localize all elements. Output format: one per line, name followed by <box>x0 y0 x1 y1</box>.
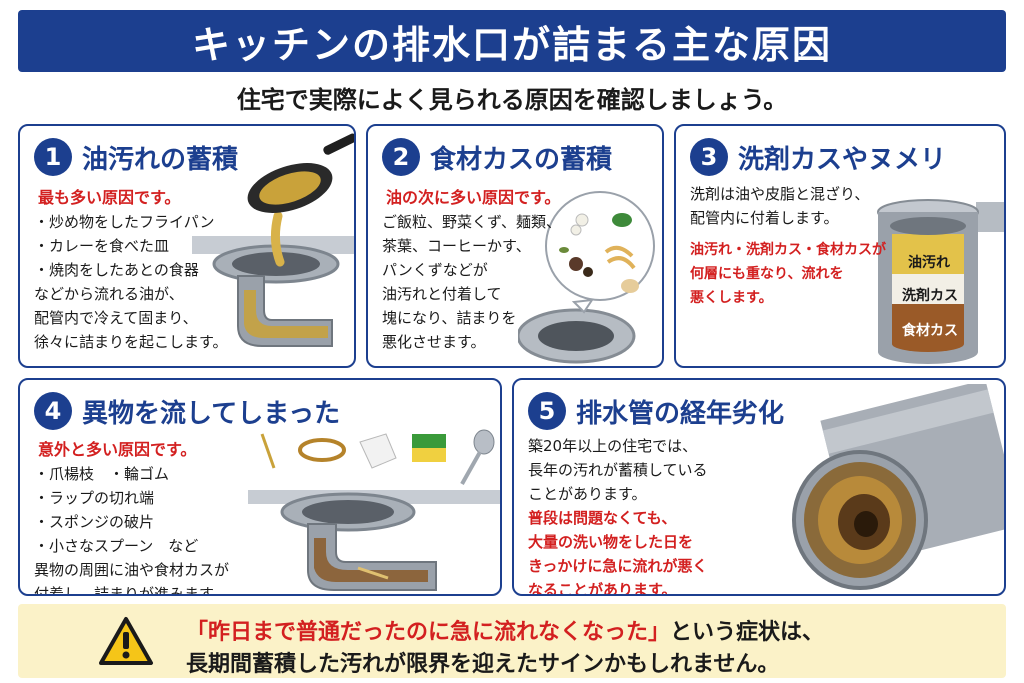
page-subtitle: 住宅で実際によく見られる原因を確認しましょう。 <box>236 86 788 114</box>
body-line: 異物の周囲に油や食材カスが <box>34 561 230 579</box>
list-item: ・小さなスプーン など <box>34 537 199 555</box>
layer-label: 油汚れ <box>908 255 950 271</box>
cause-title: 排水管の経年劣化 <box>576 398 785 429</box>
body-line-emphasis: なることがあります。 <box>528 581 677 596</box>
cause-card-2: 2 食材カスの蓄積 油の次に多い原因です。 ご飯粒、野菜くず、麺類、 茶葉、コー… <box>366 124 664 368</box>
body-line: 塊になり、詰まりを <box>382 309 517 327</box>
body-line: 付着し、詰まりが進みます。 <box>34 585 228 596</box>
cause-body: 築20年以上の住宅では、 長年の汚れが蓄積している ことがあります。 普段は問題… <box>528 434 708 596</box>
body-line-emphasis: 何層にも重なり、流れを <box>690 266 844 282</box>
layer-label: 食材カス <box>902 323 958 339</box>
cause-lead: 油の次に多い原因です。 <box>386 188 561 207</box>
body-line-emphasis: 普段は問題なくても、 <box>528 509 677 527</box>
cause-number-badge: 4 <box>34 392 72 430</box>
title-bar: キッチンの排水口が詰まる主な原因 <box>18 10 1006 72</box>
page-title: キッチンの排水口が詰まる主な原因 <box>191 22 832 67</box>
body-line: などから流れる油が、 <box>34 285 184 303</box>
list-item: ・炒め物をしたフライパン <box>34 213 215 231</box>
list-item: ・ラップの切れ端 <box>34 489 155 507</box>
cause-title: 油汚れの蓄積 <box>82 144 239 175</box>
warning-footer: 「昨日まで普通だったのに急に流れなくなった」という症状は、 長期間蓄積した汚れが… <box>18 604 1006 678</box>
pipe-layers-illustration <box>877 199 1004 364</box>
food-scraps-drain-illustration <box>518 191 655 364</box>
frying-pan-drain-illustration <box>192 133 354 347</box>
body-line: ことがあります。 <box>528 485 647 503</box>
cause-example-list: ・炒め物をしたフライパン ・カレーを食べた皿 ・焼肉をしたあとの食器 <box>34 210 228 282</box>
cause-card-header: 2 食材カスの蓄積 <box>382 138 612 176</box>
cause-card-header: 1 油汚れの蓄積 <box>34 138 238 176</box>
list-item: ・爪楊枝 ・輪ゴム <box>34 465 170 483</box>
cause-card-header: 4 異物を流してしまった <box>34 392 340 430</box>
body-line: ご飯粒、野菜くず、麺類、 <box>382 213 561 231</box>
body-line: 油汚れと付着して <box>382 285 502 303</box>
body-line: 茶葉、コーヒーかす、 <box>382 237 531 255</box>
body-line: 配管内に付着します。 <box>690 209 839 227</box>
cause-body: 洗剤は油や皮脂と混ざり、 配管内に付着します。 油汚れ・洗剤カス・食材カスが 何… <box>690 182 890 310</box>
body-line: パンくずなどが <box>382 261 488 279</box>
cause-title: 洗剤カスやヌメリ <box>738 144 947 175</box>
body-line: 長年の汚れが蓄積している <box>528 461 708 479</box>
foreign-objects-drain-illustration <box>248 429 500 591</box>
footer-line-1: 「昨日まで普通だったのに急に流れなくなった」という症状は、 <box>186 614 824 646</box>
body-line: 築20年以上の住宅では、 <box>528 437 698 455</box>
footer-line-2: 長期間蓄積した汚れが限界を迎えたサインかもしれません。 <box>186 652 780 677</box>
cause-title: 食材カスの蓄積 <box>430 144 613 175</box>
footer-quote: 「昨日まで普通だったのに急に流れなくなった」 <box>186 620 671 645</box>
body-line: 配管内で冷えて固まり、 <box>34 309 198 327</box>
body-line: 洗剤は油や皮脂と混ざり、 <box>690 185 870 203</box>
cause-body: ご飯粒、野菜くず、麺類、 茶葉、コーヒーかす、 パンくずなどが 油汚れと付着して… <box>382 210 561 354</box>
list-item: ・スポンジの破片 <box>34 513 155 531</box>
body-line: 悪化させます。 <box>382 333 486 351</box>
list-item: ・焼肉をしたあとの食器 <box>34 261 199 279</box>
cause-card-4: 4 異物を流してしまった 意外と多い原因です。 ・爪楊枝 ・輪ゴム ・ラップの切… <box>18 378 502 596</box>
cause-number-badge: 2 <box>382 138 420 176</box>
cause-number-badge: 3 <box>690 138 728 176</box>
body-line: 徐々に詰まりを起こします。 <box>34 333 228 351</box>
body-line-emphasis: 油汚れ・洗剤カス・食材カスが <box>690 242 886 258</box>
cause-number-badge: 1 <box>34 138 72 176</box>
footer-line-1-rest: という症状は、 <box>670 620 825 645</box>
list-item: ・カレーを食べた皿 <box>34 237 170 255</box>
cause-card-header: 3 洗剤カスやヌメリ <box>690 138 946 176</box>
cause-card-header: 5 排水管の経年劣化 <box>528 392 784 430</box>
cause-body: ・爪楊枝 ・輪ゴム ・ラップの切れ端 ・スポンジの破片 ・小さなスプーン など … <box>34 462 230 596</box>
aged-pipe-illustration <box>792 384 1004 590</box>
cause-body: ・炒め物をしたフライパン ・カレーを食べた皿 ・焼肉をしたあとの食器 などから流… <box>34 210 228 354</box>
body-line-emphasis: 悪くします。 <box>690 290 773 306</box>
warning-icon <box>99 617 153 665</box>
cause-lead: 最も多い原因です。 <box>38 188 181 207</box>
cause-title: 異物を流してしまった <box>82 398 341 429</box>
layer-label: 洗剤カス <box>902 288 958 304</box>
cause-card-1: 1 油汚れの蓄積 最も多い原因です。 ・炒め物をしたフライパン ・カレーを食べた… <box>18 124 356 368</box>
cause-number-badge: 5 <box>528 392 566 430</box>
body-line-emphasis: きっかけに急に流れが悪く <box>528 557 708 575</box>
body-line-emphasis: 大量の洗い物をした日を <box>528 533 694 551</box>
cause-lead: 意外と多い原因です。 <box>38 440 197 459</box>
cause-card-3: 3 洗剤カスやヌメリ 油汚れ 洗剤カス 食材カス 洗剤は油や皮脂と混ざり、 配管… <box>674 124 1006 368</box>
cause-card-5: 5 排水管の経年劣化 築20年以上の住宅では、 長年の汚れが蓄積している ことが… <box>512 378 1006 596</box>
cause-example-list: ・爪楊枝 ・輪ゴム ・ラップの切れ端 ・スポンジの破片 ・小さなスプーン など <box>34 462 229 558</box>
